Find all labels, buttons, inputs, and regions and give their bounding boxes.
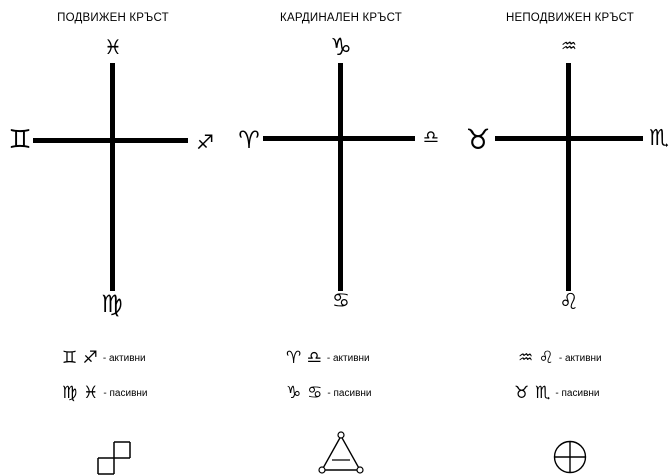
triangle-icon	[318, 431, 364, 474]
passive-label: - пасивни	[555, 387, 600, 399]
passive-legend: ♍ ♓ - пасивни	[62, 385, 148, 402]
active-label: - активни	[102, 352, 146, 364]
cross-vertical-bar	[566, 63, 571, 291]
cross-horizontal-bar	[495, 136, 643, 141]
passive-signs: ♉ ♏	[514, 383, 551, 403]
active-signs: ♈ ♎	[286, 348, 322, 368]
cross-title: ПОДВИЖЕН КРЪСТ	[57, 12, 169, 24]
capricorn-sign: ♑	[330, 33, 352, 61]
aries-sign: ♈	[238, 126, 260, 154]
passive-signs: ♑ ♋	[286, 383, 323, 403]
leo-sign: ♌	[559, 290, 579, 315]
active-legend: ♈ ♎ - активни	[286, 350, 370, 367]
cross-title: КАРДИНАЛЕН КРЪСТ	[280, 12, 402, 24]
sagittarius-sign: ♐	[196, 130, 214, 154]
active-signs: ♒ ♌	[518, 348, 554, 368]
passive-legend: ♑ ♋ - пасивни	[286, 385, 372, 402]
scorpio-sign: ♏	[649, 126, 669, 151]
cancer-sign: ♋	[332, 288, 350, 312]
active-label: - активни	[326, 352, 370, 364]
passive-label: - пасивни	[103, 387, 148, 399]
aquarius-sign: ♒	[560, 36, 578, 57]
cross-horizontal-bar	[263, 136, 415, 141]
libra-sign: ♎	[422, 127, 440, 148]
cross-title: НЕПОДВИЖЕН КРЪСТ	[505, 12, 635, 24]
active-label: - активни	[558, 352, 602, 364]
gemini-sign: ♊	[8, 125, 32, 155]
taurus-sign: ♉	[465, 123, 491, 156]
passive-legend: ♉ ♏ - пасивни	[514, 385, 600, 402]
pisces-sign: ♓	[104, 35, 122, 59]
active-legend: ♒ ♌ - активни	[518, 350, 602, 367]
active-signs: ♊ ♐	[62, 348, 98, 368]
circled-cross-icon	[553, 440, 587, 474]
cross-vertical-bar	[338, 63, 343, 291]
virgo-sign: ♍	[101, 290, 123, 318]
cross-vertical-bar	[110, 63, 115, 291]
active-legend: ♊ ♐ - активни	[62, 350, 146, 367]
passive-signs: ♍ ♓	[62, 383, 99, 403]
swastika-icon	[97, 441, 131, 475]
passive-label: - пасивни	[327, 387, 372, 399]
cross-horizontal-bar	[33, 138, 188, 143]
